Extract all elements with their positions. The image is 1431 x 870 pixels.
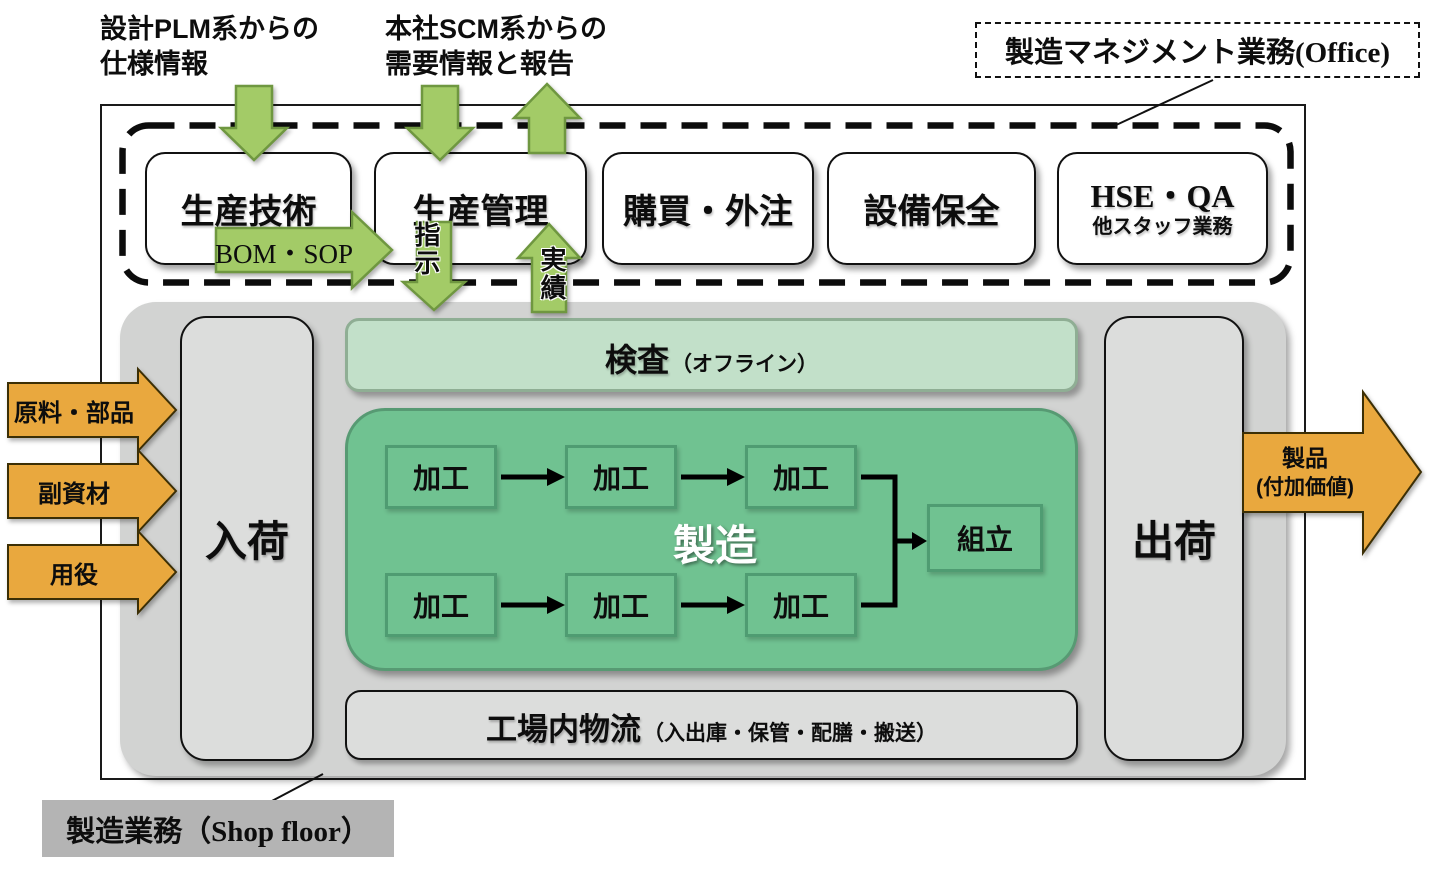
process-box-5: 加工 xyxy=(565,573,677,637)
shipping-label: 出荷 xyxy=(1131,518,1216,565)
office-box-label: 購買・外注 xyxy=(623,193,793,231)
office-box-label: 設備保全 xyxy=(863,193,1000,231)
office-box-hse-qa: HSE・QA 他スタッフ業務 xyxy=(1057,152,1268,265)
inspection-box: 検査 （オフライン） xyxy=(345,318,1078,392)
process-box-2: 加工 xyxy=(565,445,677,509)
office-management-label: 製造マネジメント業務(Office) xyxy=(1005,37,1390,69)
plm-annotation-line1: 設計PLM系からの xyxy=(100,14,319,44)
office-box-equipment-maintenance: 設備保全 xyxy=(827,152,1036,265)
instruction-label: 指示 xyxy=(411,221,441,277)
process-box-6: 加工 xyxy=(745,573,857,637)
plm-annotation-line2: 仕様情報 xyxy=(100,49,208,79)
process-label: 加工 xyxy=(412,463,469,494)
scm-annotation-line1: 本社SCM系からの xyxy=(385,14,607,44)
receiving-box: 入荷 xyxy=(180,316,314,761)
product-label-line2: (付加価値) xyxy=(1256,476,1354,499)
process-label: 加工 xyxy=(772,591,829,622)
bom-sop-label: BOM・SOP xyxy=(214,238,354,269)
process-box-3: 加工 xyxy=(745,445,857,509)
process-label: 加工 xyxy=(772,463,829,494)
manufacturing-label: 製造 xyxy=(672,521,757,569)
process-label: 加工 xyxy=(412,591,469,622)
plm-annotation: 設計PLM系からの 仕様情報 xyxy=(100,12,319,82)
input-raw-materials-label: 原料・部品 xyxy=(14,399,134,427)
shopfloor-callout: 製造業務（Shop floor） xyxy=(42,800,394,857)
assembly-label: 組立 xyxy=(956,524,1013,555)
logistics-label: 工場内物流 xyxy=(486,712,641,747)
office-box-label: 生産技術 xyxy=(180,193,317,231)
receiving-label: 入荷 xyxy=(204,518,289,565)
scm-annotation: 本社SCM系からの 需要情報と報告 xyxy=(385,12,607,82)
shipping-box: 出荷 xyxy=(1104,316,1244,761)
product-label-line1: 製品 xyxy=(1282,445,1328,471)
inspection-note: （オフライン） xyxy=(671,353,818,376)
shopfloor-label: 製造業務（Shop floor） xyxy=(66,815,370,848)
office-management-callout: 製造マネジメント業務(Office) xyxy=(975,22,1420,78)
input-auxiliary-materials-label: 副資材 xyxy=(38,480,110,508)
product-output-label: 製品 (付加価値) xyxy=(1246,434,1364,512)
logistics-note: （入出庫・保管・配膳・搬送） xyxy=(643,722,937,745)
scm-annotation-line2: 需要情報と報告 xyxy=(385,49,574,79)
input-utilities-label: 用役 xyxy=(50,561,98,589)
inspection-label: 検査 xyxy=(604,342,669,378)
assembly-box: 組立 xyxy=(927,504,1043,572)
process-box-1: 加工 xyxy=(385,445,497,509)
logistics-box: 工場内物流 （入出庫・保管・配膳・搬送） xyxy=(345,690,1078,760)
hse-qa-subtitle: 他スタッフ業務 xyxy=(1092,215,1233,238)
hse-qa-title: HSE・QA xyxy=(1090,177,1235,214)
process-label: 加工 xyxy=(592,463,649,494)
process-box-4: 加工 xyxy=(385,573,497,637)
office-box-purchasing: 購買・外注 xyxy=(602,152,814,265)
process-label: 加工 xyxy=(592,591,649,622)
results-label: 実績 xyxy=(537,246,567,302)
